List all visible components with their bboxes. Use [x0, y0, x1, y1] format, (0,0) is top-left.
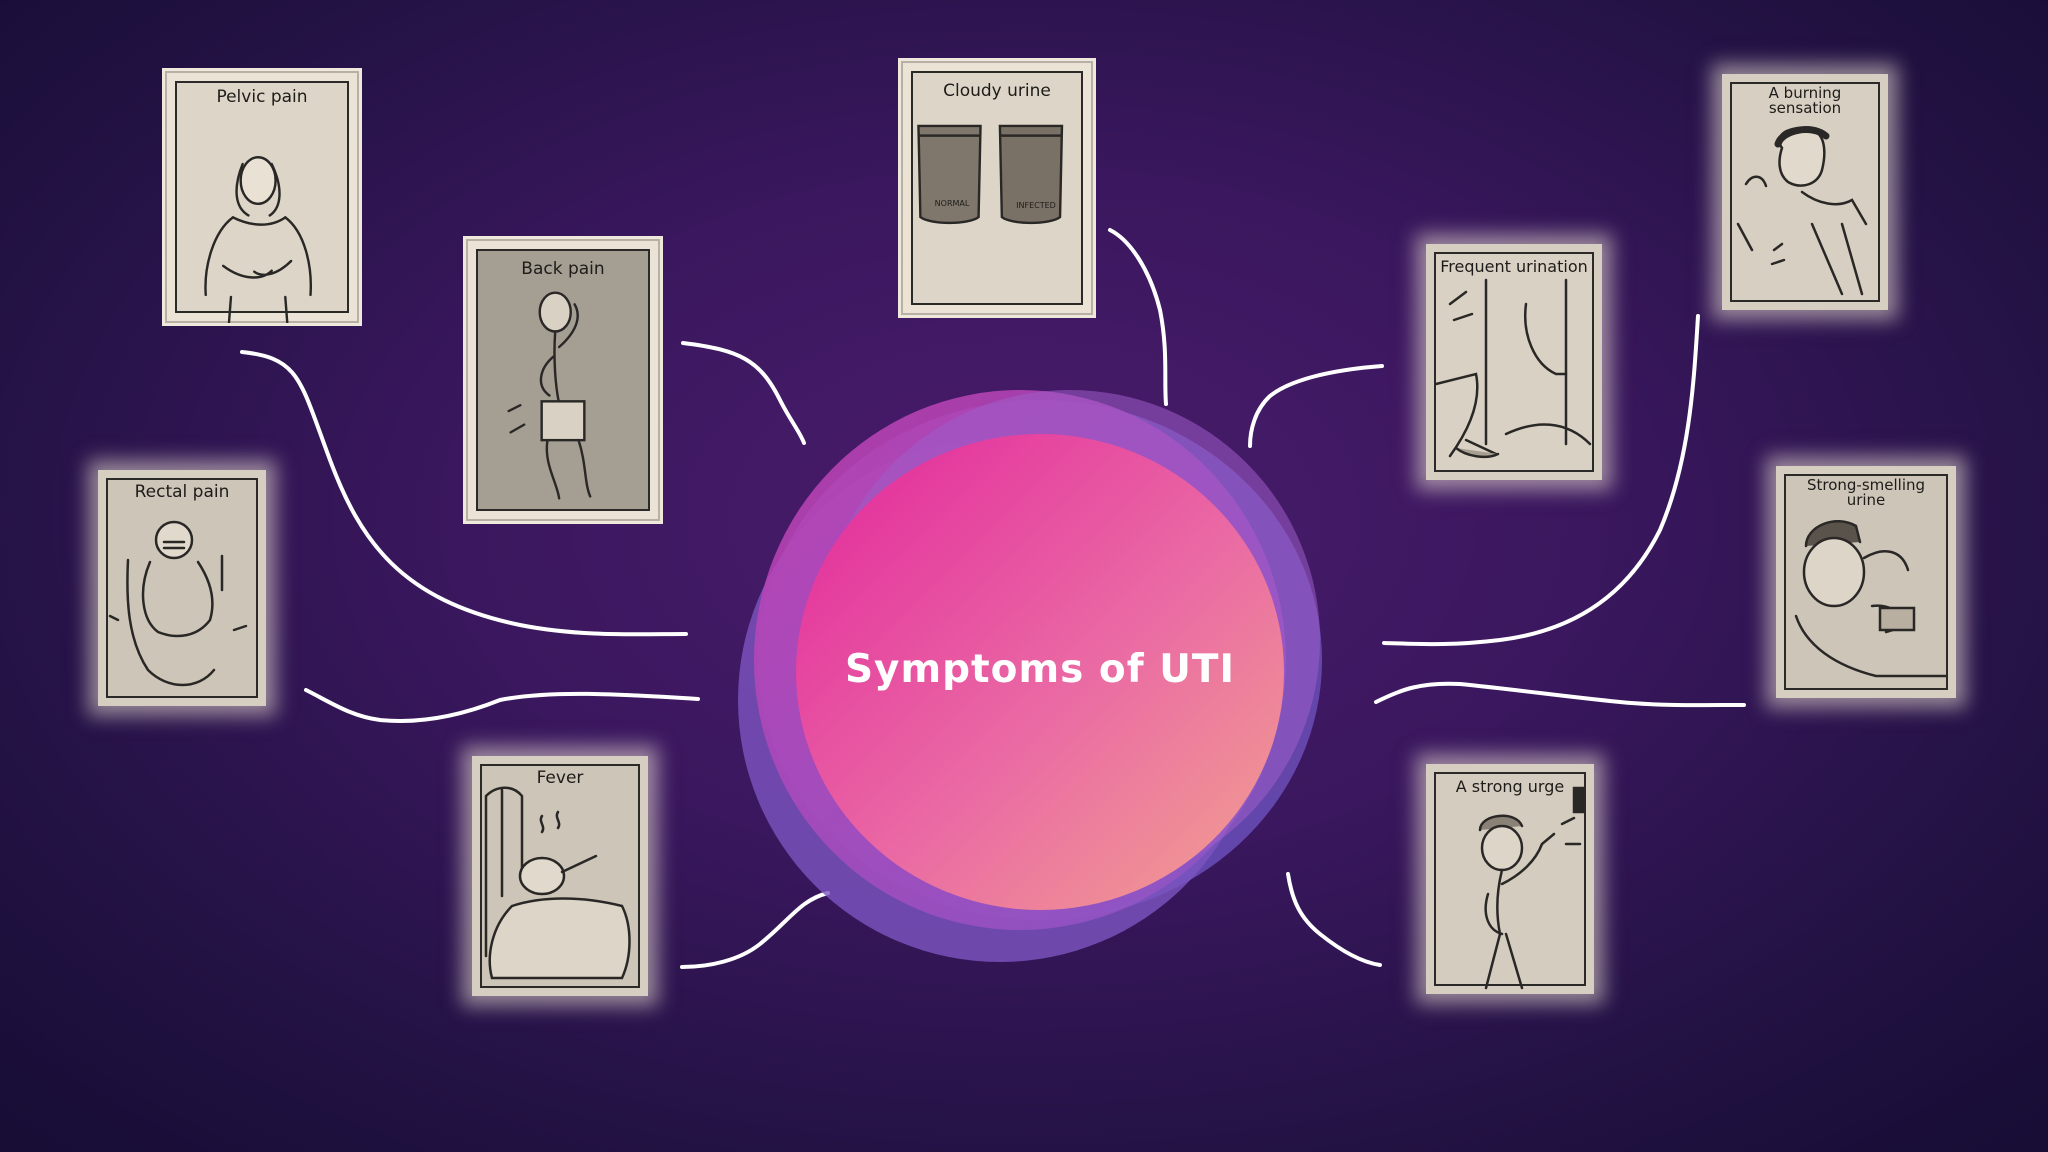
jar-normal-label: NORMAL [934, 199, 970, 208]
connector-frequent-urination [1248, 364, 1384, 448]
card-cloudy-urine: Cloudy urine NORMAL INFECTED [898, 58, 1096, 318]
card-frequent-urination-label: Frequent urination [1440, 257, 1588, 276]
burning-sensation-illustration [1736, 126, 1868, 296]
bubble-main [796, 434, 1284, 910]
jar-infected-label: INFECTED [1016, 201, 1056, 210]
fever-illustration [484, 786, 631, 980]
card-fever-label: Fever [536, 768, 584, 788]
cloudy-urine-illustration [917, 124, 1064, 225]
card-burning-sensation: A burning sensation [1722, 74, 1888, 310]
card-frequent-urination: Frequent urination [1426, 244, 1602, 480]
card-frequent-urination-frame [1434, 252, 1594, 472]
card-strong-smelling-urine-label: Strong-smelling urine [1806, 476, 1926, 509]
connector-burning-sensation [1382, 314, 1700, 647]
strong-smelling-urine-illustration [1794, 520, 1948, 678]
connector-back-pain [681, 341, 806, 445]
strong-urge-illustration [1478, 786, 1586, 990]
center-title: Symptoms of UTI [844, 647, 1236, 692]
pelvic-pain-illustration [204, 156, 313, 323]
jar-infected [998, 124, 1064, 225]
rectal-pain-illustration [108, 520, 248, 687]
card-rectal-pain: Rectal pain [98, 470, 266, 706]
connector-rectal-pain [304, 688, 700, 724]
back-pain-illustration [507, 291, 592, 500]
card-strong-urge: A strong urge [1426, 764, 1594, 994]
card-rectal-pain-label: Rectal pain [134, 482, 230, 502]
jar-normal [917, 124, 982, 225]
frequent-urination-illustration [1434, 278, 1592, 459]
connector-fever [680, 891, 830, 969]
card-pelvic-pain: Pelvic pain [162, 68, 362, 326]
card-strong-urge-label: A strong urge [1455, 777, 1565, 796]
card-back-pain: Back pain [463, 236, 663, 524]
connector-strong-smelling [1374, 681, 1746, 708]
card-back-pain-frame [476, 249, 650, 511]
connector-strong-urge [1286, 872, 1382, 967]
card-cloudy-urine-label: Cloudy urine [943, 81, 1051, 101]
card-back-pain-label: Back pain [521, 259, 605, 279]
card-strong-smelling-urine: Strong-smelling urine [1776, 466, 1956, 698]
card-burning-sensation-label: A burning sensation [1768, 84, 1842, 117]
connector-pelvic-pain [240, 350, 688, 637]
card-rectal-pain-frame [106, 478, 258, 698]
connector-cloudy-urine [1108, 228, 1168, 406]
card-pelvic-pain-label: Pelvic pain [216, 87, 308, 107]
card-fever: Fever [472, 756, 648, 996]
